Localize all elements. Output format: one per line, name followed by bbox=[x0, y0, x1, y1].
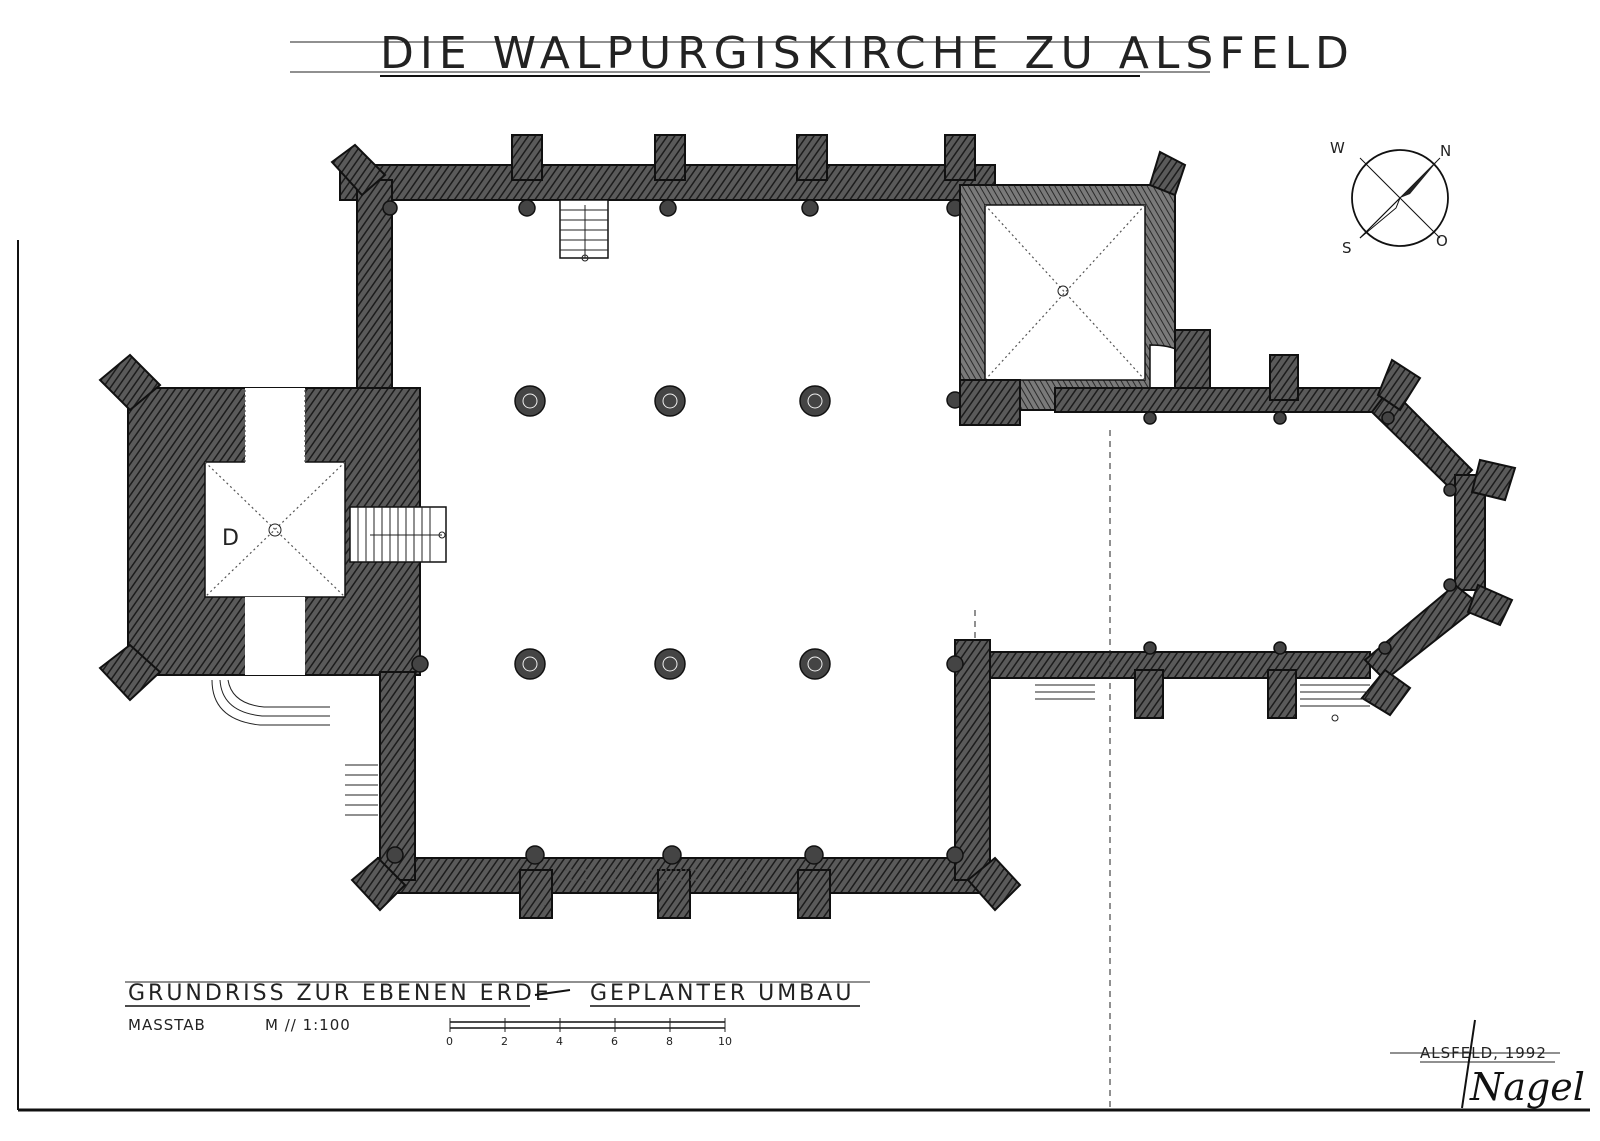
compass-rose-icon: W N S O bbox=[1330, 139, 1452, 257]
scale-tick-6: 6 bbox=[611, 1035, 618, 1048]
tower-room-letter: D bbox=[222, 526, 242, 551]
floor-plan: D bbox=[98, 134, 1517, 1110]
title-text: DIE WALPURGISKIRCHE ZU ALSFELD bbox=[380, 28, 1355, 79]
pillar bbox=[514, 648, 546, 680]
west-tower: D bbox=[98, 353, 447, 726]
place-date: ALSFELD, 1992 bbox=[1420, 1044, 1547, 1062]
pillar bbox=[654, 648, 686, 680]
compass-north-label: N bbox=[1440, 142, 1452, 160]
pillar bbox=[514, 385, 546, 417]
southwest-stair bbox=[345, 764, 378, 816]
signature: Nagel bbox=[1469, 1065, 1585, 1109]
compass-west-label: W bbox=[1330, 139, 1346, 157]
scale-bar: 0 2 4 6 8 10 bbox=[446, 1018, 732, 1048]
pillar bbox=[799, 385, 831, 417]
signature-block: ALSFELD, 1992 Nagel bbox=[1390, 1019, 1585, 1109]
nave-pillars bbox=[382, 199, 964, 865]
pillar bbox=[654, 385, 686, 417]
choir bbox=[974, 354, 1517, 1110]
scale-tick-2: 2 bbox=[501, 1035, 508, 1048]
sacristy bbox=[959, 150, 1211, 426]
scale-tick-0: 0 bbox=[446, 1035, 453, 1048]
nave bbox=[330, 134, 1022, 919]
compass-east-label: O bbox=[1436, 232, 1449, 250]
caption-plan-status: GEPLANTER UMBAU bbox=[590, 981, 854, 1006]
pillar bbox=[799, 648, 831, 680]
scale-value: M // 1:100 bbox=[265, 1016, 351, 1034]
compass-south-label: S bbox=[1342, 239, 1353, 257]
drawing-title: DIE WALPURGISKIRCHE ZU ALSFELD bbox=[290, 28, 1355, 79]
plan-caption: GRUNDRISS ZUR EBENEN ERDE GEPLANTER UMBA… bbox=[125, 981, 870, 1034]
scale-tick-10: 10 bbox=[718, 1035, 732, 1048]
scale-label: MASSTAB bbox=[128, 1016, 206, 1034]
tower-staircase bbox=[349, 506, 447, 563]
scale-tick-8: 8 bbox=[666, 1035, 673, 1048]
caption-plan-type: GRUNDRISS ZUR EBENEN ERDE bbox=[128, 981, 552, 1006]
scale-tick-4: 4 bbox=[556, 1035, 563, 1048]
north-entrance-stair bbox=[559, 199, 609, 262]
